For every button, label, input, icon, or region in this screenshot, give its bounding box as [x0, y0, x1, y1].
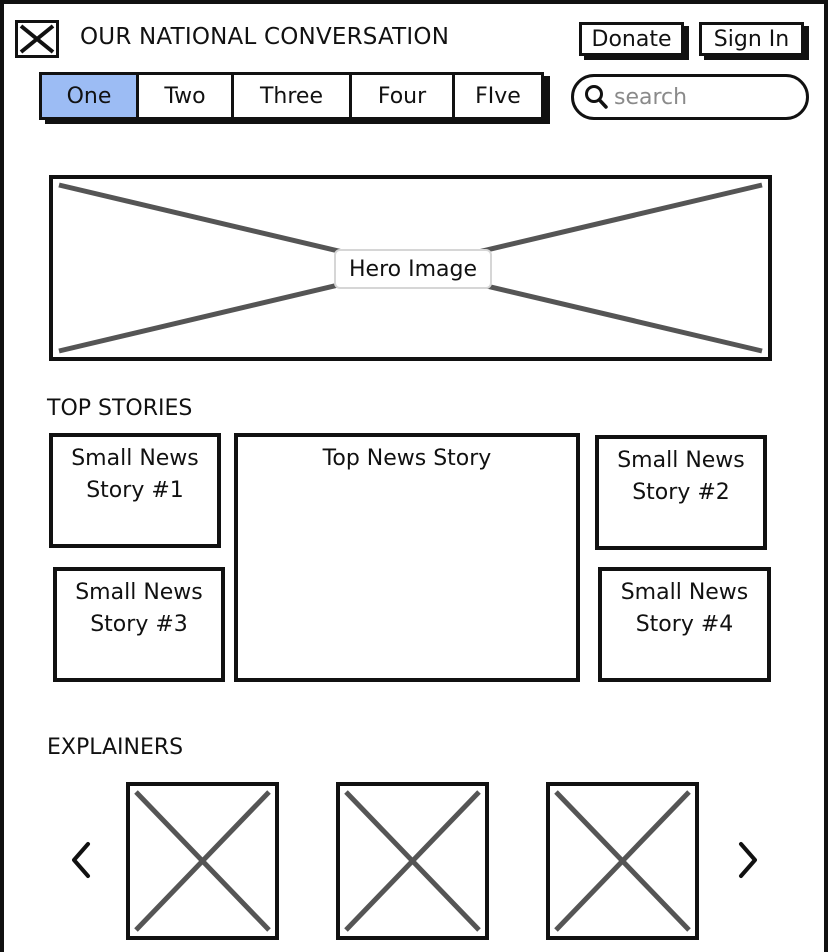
- donate-button[interactable]: Donate: [579, 22, 684, 56]
- hero-image[interactable]: Hero Image: [49, 175, 772, 361]
- story-title-line: Story #4: [635, 612, 734, 637]
- story-title-line: Story #3: [90, 612, 188, 637]
- story-title-line: Small News: [620, 580, 749, 605]
- story-title-line: Small News: [71, 446, 199, 471]
- site-logo[interactable]: [15, 20, 59, 58]
- explainer-card-2[interactable]: [336, 782, 489, 940]
- tab-one[interactable]: One: [42, 75, 139, 117]
- image-placeholder-icon: [134, 790, 271, 932]
- search-box[interactable]: [571, 74, 809, 120]
- site-title: OUR NATIONAL CONVERSATION: [80, 24, 450, 50]
- main-nav-tabs: One Two Three Four FIve: [39, 72, 544, 120]
- tab-two[interactable]: Two: [139, 75, 234, 117]
- top-news-story[interactable]: Top News Story: [234, 433, 580, 682]
- tab-three[interactable]: Three: [234, 75, 352, 117]
- image-placeholder-icon: [554, 790, 691, 932]
- search-icon: [585, 85, 608, 109]
- top-stories-heading: TOP STORIES: [47, 396, 193, 421]
- sign-in-button[interactable]: Sign In: [699, 22, 804, 56]
- small-story-1[interactable]: Small News Story #1: [49, 433, 221, 548]
- small-story-2[interactable]: Small News Story #2: [595, 435, 767, 550]
- story-title-line: Story #1: [86, 478, 184, 503]
- story-title-line: Small News: [617, 448, 745, 473]
- tab-four[interactable]: Four: [352, 75, 455, 117]
- story-title-line: Small News: [75, 580, 203, 605]
- small-story-4[interactable]: Small News Story #4: [598, 567, 771, 682]
- hero-image-label: Hero Image: [334, 249, 492, 289]
- small-story-3[interactable]: Small News Story #3: [53, 567, 225, 682]
- close-x-icon: [19, 24, 55, 54]
- image-placeholder-icon: [344, 790, 481, 932]
- top-story-title: Top News Story: [322, 446, 492, 471]
- explainer-card-1[interactable]: [126, 782, 279, 940]
- story-title-line: Story #2: [632, 480, 730, 505]
- chevron-left-icon[interactable]: [66, 838, 96, 882]
- tab-five[interactable]: FIve: [475, 83, 521, 109]
- search-input[interactable]: [614, 84, 794, 110]
- explainers-heading: EXPLAINERS: [47, 735, 184, 760]
- chevron-right-icon[interactable]: [733, 838, 763, 882]
- explainer-card-3[interactable]: [546, 782, 699, 940]
